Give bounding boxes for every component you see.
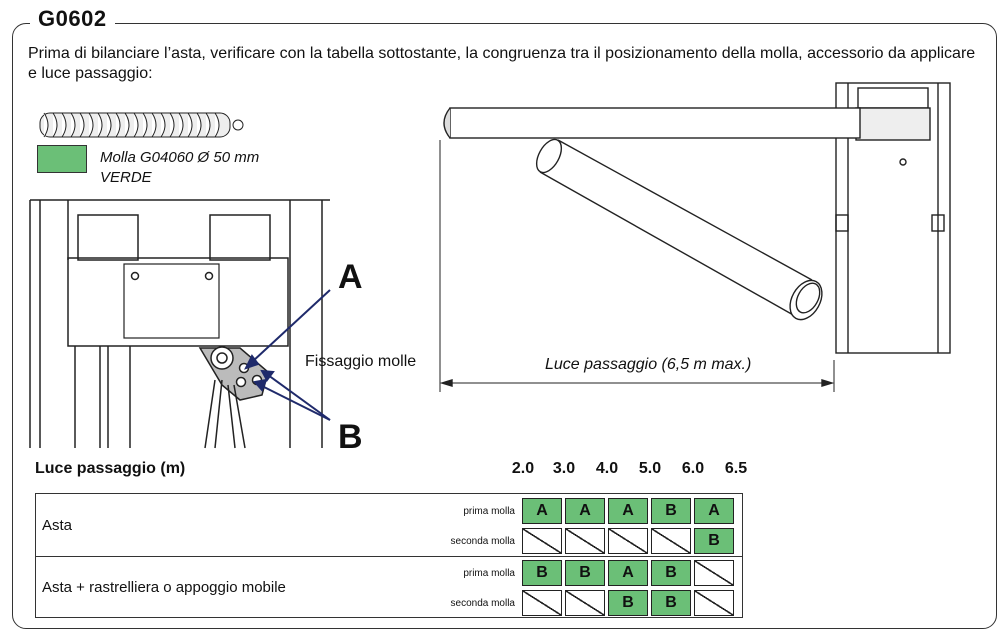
spring-coil (205, 112, 211, 138)
table-cell (565, 528, 605, 554)
tick-label: 3.0 (552, 460, 576, 477)
table-cell: A (608, 560, 648, 586)
row-divider (36, 556, 742, 557)
tick-label: 6.0 (681, 460, 705, 477)
table-row-label: Asta (42, 517, 73, 534)
spring-icon (39, 112, 244, 138)
table-cell: A (694, 498, 734, 524)
callout-a: A (338, 258, 363, 296)
spring-coil (124, 112, 130, 138)
spring-coil (187, 112, 193, 138)
table-cell: B (651, 590, 691, 616)
table-cell (694, 560, 734, 586)
spring-table (35, 493, 743, 618)
legend-swatch (37, 145, 87, 173)
table-row-label: Asta + rastrelliera o appoggio mobile (42, 579, 286, 596)
spring-coil (97, 112, 103, 138)
table-cell (522, 590, 562, 616)
table-cell (694, 590, 734, 616)
spring-label: seconda molla (450, 536, 515, 547)
table-cell (565, 590, 605, 616)
spring-coil (133, 112, 139, 138)
legend-text: Molla G04060 Ø 50 mm VERDE (100, 148, 259, 188)
spring-coil (169, 112, 175, 138)
barrier-drawing (439, 82, 951, 392)
spring-coil (70, 112, 76, 138)
spring-label: seconda molla (450, 598, 515, 609)
table-cell: B (694, 528, 734, 554)
tick-label: 2.0 (511, 460, 535, 477)
spring-coil (43, 112, 49, 138)
page-title: G0602 (30, 6, 115, 32)
table-cell: B (522, 560, 562, 586)
pointer-arrows (244, 289, 331, 421)
tick-label: 6.5 (724, 460, 748, 477)
spring-coil (52, 112, 58, 138)
spring-coil (196, 112, 202, 138)
spring-coil (115, 112, 121, 138)
spring-coil (79, 112, 85, 138)
table-cell: B (651, 498, 691, 524)
spring-coil (178, 112, 184, 138)
table-cell (608, 528, 648, 554)
content-frame (12, 23, 997, 629)
tick-label: 5.0 (638, 460, 662, 477)
spring-label: prima molla (463, 506, 515, 517)
spring-coil (88, 112, 94, 138)
intro-text: Prima di bilanciare l’asta, verificare c… (28, 45, 976, 82)
table-cell: A (565, 498, 605, 524)
spring-coil (214, 112, 220, 138)
spring-coil (151, 112, 157, 138)
legend-line-2: VERDE (100, 169, 152, 186)
spring-coil (61, 112, 67, 138)
spring-coil (160, 112, 166, 138)
table-cell: B (565, 560, 605, 586)
spring-coil (142, 112, 148, 138)
span-label: Luce passaggio (6,5 m max.) (545, 356, 752, 373)
cabinet-detail (29, 199, 330, 449)
fixing-label: Fissaggio molle (305, 353, 417, 370)
table-cell: B (608, 590, 648, 616)
table-cell: A (608, 498, 648, 524)
table-cell: B (651, 560, 691, 586)
callout-b: B (338, 418, 363, 456)
spring-label: prima molla (463, 568, 515, 579)
spring-coil (106, 112, 112, 138)
tick-label: 4.0 (595, 460, 619, 477)
table-cell (522, 528, 562, 554)
table-header: Luce passaggio (m) (35, 460, 186, 477)
legend-line-1: Molla G04060 Ø 50 mm (100, 149, 260, 166)
table-cell: A (522, 498, 562, 524)
table-cell (651, 528, 691, 554)
